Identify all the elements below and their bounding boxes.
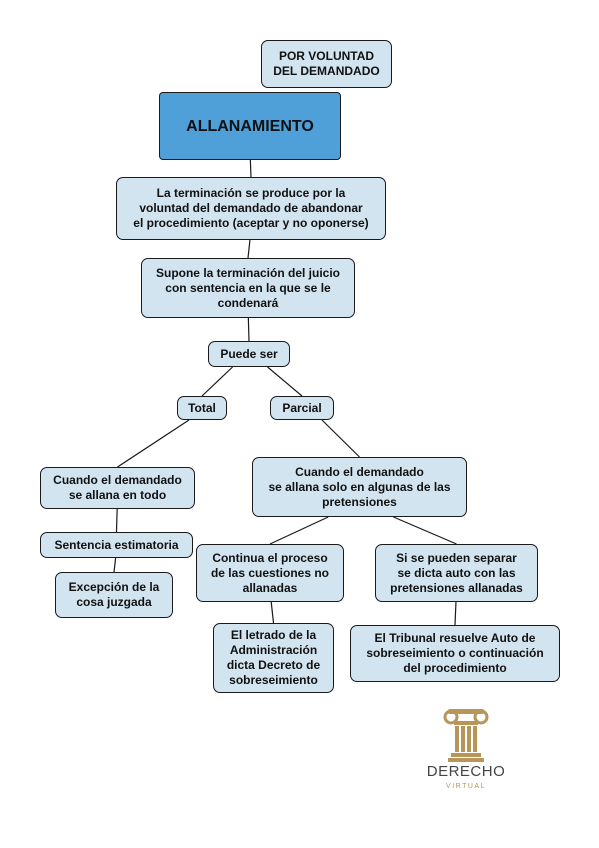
logo-subtitle: VIRTUAL xyxy=(446,783,486,790)
node-cuando-todo: Cuando el demandado se allana en todo xyxy=(40,467,195,509)
edge-sentencia-excepcion xyxy=(113,557,117,573)
edge-allanamiento-terminacion xyxy=(249,159,252,178)
node-allanamiento: ALLANAMIENTO xyxy=(159,92,341,160)
edge-parcial-cuando_algunas xyxy=(321,419,360,458)
node-terminacion: La terminación se produce por la volunta… xyxy=(116,177,386,240)
edge-cuando_todo-sentencia xyxy=(115,508,118,533)
node-separar: Si se pueden separar se dicta auto con l… xyxy=(375,544,538,602)
edge-cuando_algunas-separar xyxy=(393,516,457,545)
node-total: Total xyxy=(177,396,227,420)
node-letrado: El letrado de la Administración dicta De… xyxy=(213,623,334,693)
logo-title: DERECHO xyxy=(426,763,506,780)
edge-continua-letrado xyxy=(270,601,275,624)
edge-terminacion-supone xyxy=(247,239,251,259)
edge-total-cuando_todo xyxy=(117,419,190,468)
node-puede-ser: Puede ser xyxy=(208,341,290,367)
ionic-column-icon xyxy=(443,709,489,762)
node-excepcion: Excepción de la cosa juzgada xyxy=(55,572,173,618)
node-supone: Supone la terminación del juicio con sen… xyxy=(141,258,355,318)
node-sentencia-estimatoria: Sentencia estimatoria xyxy=(40,532,193,558)
edge-separar-tribunal xyxy=(454,601,457,626)
node-cuando-algunas: Cuando el demandado se allana solo en al… xyxy=(252,457,467,517)
edge-supone-puede_ser xyxy=(247,317,250,342)
node-tribunal: El Tribunal resuelve Auto de sobreseimie… xyxy=(350,625,560,682)
node-por-voluntad: POR VOLUNTAD DEL DEMANDADO xyxy=(261,40,392,88)
edge-puede_ser-total xyxy=(201,366,233,397)
node-continua-proceso: Continua el proceso de las cuestiones no… xyxy=(196,544,344,602)
node-parcial: Parcial xyxy=(270,396,334,420)
edge-cuando_algunas-continua xyxy=(269,516,329,545)
derecho-virtual-logo: DERECHO VIRTUAL xyxy=(410,705,522,795)
edge-puede_ser-parcial xyxy=(267,366,303,397)
